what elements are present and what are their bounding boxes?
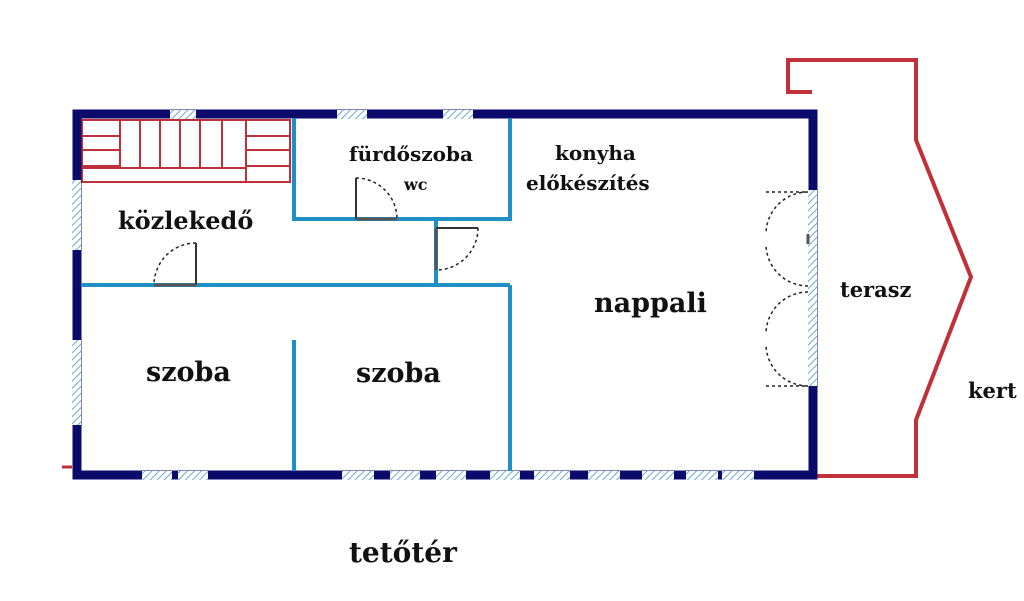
floor-label: tetőtér [349, 536, 458, 569]
room-label-szoba-2: szoba [356, 358, 441, 389]
room-label-kert: kert [968, 378, 1017, 403]
doors [153, 177, 810, 387]
inner-walls [81, 118, 512, 471]
room-label-szoba-1: szoba [146, 357, 231, 388]
room-label-furdoszoba: fürdőszoba [349, 142, 473, 166]
room-label-wc: wc [403, 175, 428, 194]
room-label-elokeszites: előkészítés [526, 171, 650, 195]
terrace-outline [786, 58, 974, 478]
room-label-nappali: nappali [594, 288, 707, 319]
room-label-terasz: terasz [840, 277, 912, 302]
room-label-konyha: konyha [555, 141, 636, 165]
windows [72, 110, 817, 480]
room-label-kozlekedo: közlekedő [118, 206, 253, 235]
staircase [81, 119, 291, 183]
